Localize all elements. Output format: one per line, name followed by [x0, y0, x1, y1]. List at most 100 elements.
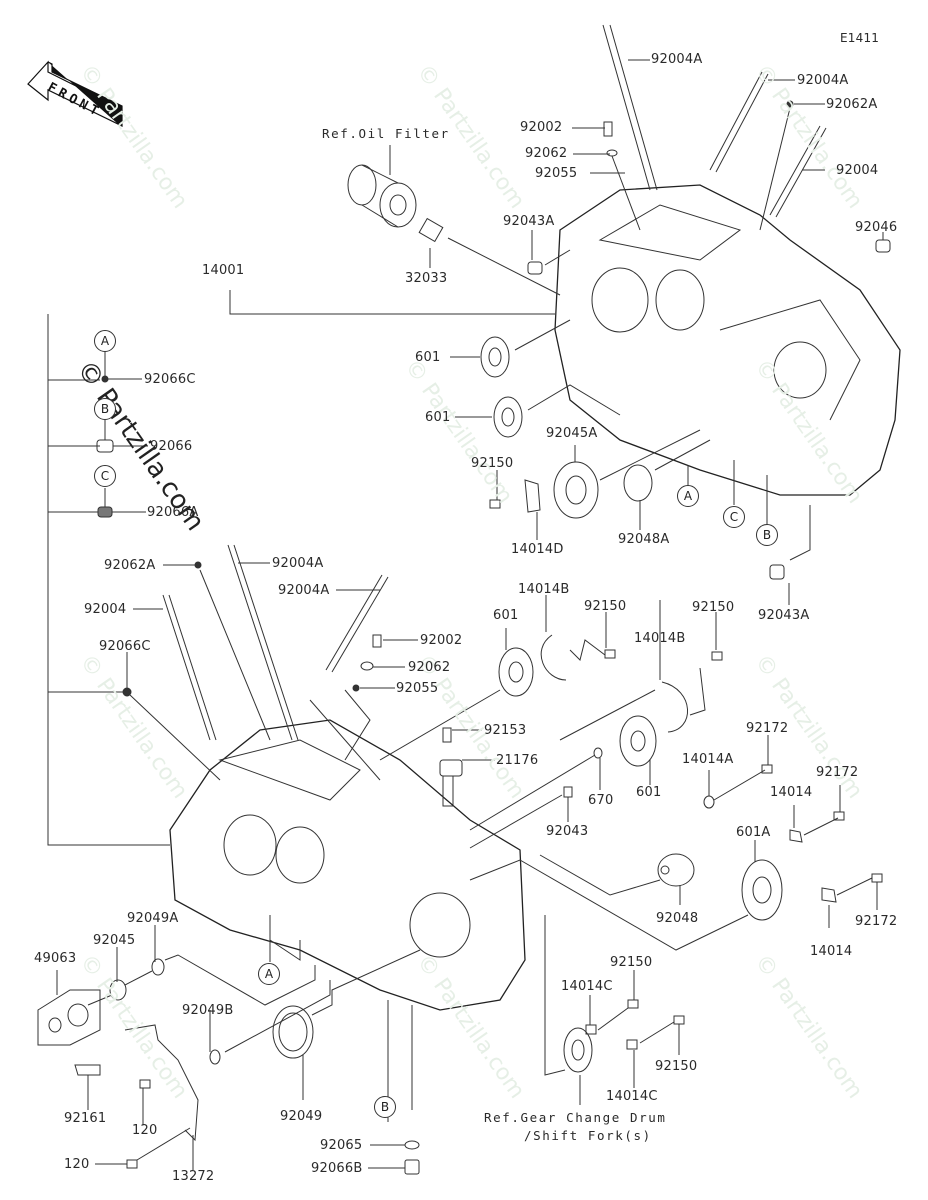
part-label[interactable]: 13272 — [172, 1169, 215, 1184]
part-label[interactable]: 92066B — [311, 1161, 363, 1176]
bolt-120-2 — [126, 1159, 138, 1169]
marker-b: B — [94, 398, 116, 420]
part-label[interactable]: 92062A — [826, 97, 878, 112]
part-label[interactable]: 92043A — [758, 608, 810, 623]
stud-92004-lower — [162, 594, 217, 741]
part-label[interactable]: 92043 — [546, 824, 589, 839]
front-arrow-icon — [27, 60, 123, 127]
part-label[interactable]: 92066 — [150, 439, 193, 454]
part-label[interactable]: 120 — [64, 1157, 90, 1172]
part-label[interactable]: 92046 — [855, 220, 898, 235]
crankcase-left-bore-1 — [223, 814, 277, 876]
part-label[interactable]: 14014D — [511, 542, 564, 557]
bearing-601-lower-2 — [619, 715, 657, 767]
part-label[interactable]: 92055 — [396, 681, 439, 696]
stud-92004a-upper-1 — [602, 24, 658, 191]
part-label[interactable]: 92004A — [651, 52, 703, 67]
part-label[interactable]: 92004 — [84, 602, 127, 617]
part-label[interactable]: 601 — [415, 350, 441, 365]
part-label[interactable]: 92172 — [816, 765, 859, 780]
marker-a: A — [258, 963, 280, 985]
assembly-bracket-14001 — [47, 290, 555, 846]
part-label[interactable]: 92002 — [520, 120, 563, 135]
ref-gear-change-label-line2[interactable]: /Shift Fork(s) — [524, 1128, 652, 1143]
part-label[interactable]: 14014C — [606, 1089, 658, 1104]
part-label[interactable]: 92004A — [272, 556, 324, 571]
part-label[interactable]: 92161 — [64, 1111, 107, 1126]
part-label[interactable]: 92043A — [503, 214, 555, 229]
dowel-92062a-lower — [194, 561, 202, 569]
part-label[interactable]: 92172 — [746, 721, 789, 736]
part-label[interactable]: 92062 — [525, 146, 568, 161]
part-label[interactable]: 92066A — [147, 505, 199, 520]
part-label[interactable]: 601 — [425, 410, 451, 425]
dowel-92043a-upper — [527, 261, 543, 275]
part-label[interactable]: 92153 — [484, 723, 527, 738]
part-label[interactable]: 92045A — [546, 426, 598, 441]
part-label[interactable]: 49063 — [34, 951, 77, 966]
part-label[interactable]: 92066C — [99, 639, 151, 654]
part-label[interactable]: 14014 — [770, 785, 813, 800]
clip-14014b-2 — [661, 681, 689, 733]
part-label[interactable]: 92002 — [420, 633, 463, 648]
seal-92048 — [657, 853, 695, 887]
part-label[interactable]: 92049 — [280, 1109, 323, 1124]
part-label[interactable]: 601A — [736, 825, 771, 840]
oil-filter-icon — [347, 164, 417, 228]
part-label[interactable]: 14014B — [518, 582, 570, 597]
part-label[interactable]: 92004A — [278, 583, 330, 598]
part-label[interactable]: 92150 — [692, 600, 735, 615]
part-label[interactable]: 14014A — [682, 752, 734, 767]
part-label[interactable]: 92048 — [656, 911, 699, 926]
bolt-120-1 — [139, 1079, 151, 1089]
part-label[interactable]: 14001 — [202, 263, 245, 278]
part-label[interactable]: 92045 — [93, 933, 136, 948]
part-label[interactable]: 92055 — [535, 166, 578, 181]
bolt-92150-upper — [489, 499, 501, 509]
part-label[interactable]: 92150 — [584, 599, 627, 614]
part-label[interactable]: 14014C — [561, 979, 613, 994]
part-label[interactable]: 21176 — [496, 753, 539, 768]
crankcase-left-bore-3 — [409, 892, 471, 958]
oring-670 — [593, 747, 603, 759]
ref-oil-filter-label[interactable]: Ref.Oil Filter — [322, 126, 450, 141]
ref-gear-change-label-line1[interactable]: Ref.Gear Change Drum — [484, 1110, 667, 1125]
crankcase-left-bore-2 — [275, 826, 325, 884]
stud-92004a-lower-1 — [227, 544, 299, 741]
part-label[interactable]: 92150 — [655, 1059, 698, 1074]
part-label[interactable]: 601 — [636, 785, 662, 800]
part-label[interactable]: 92150 — [610, 955, 653, 970]
stud-92004a-lower-2 — [325, 574, 389, 673]
part-label[interactable]: 92049A — [127, 911, 179, 926]
part-label[interactable]: 92004 — [836, 163, 879, 178]
part-label[interactable]: 14014B — [634, 631, 686, 646]
clip-14014-2 — [821, 887, 837, 903]
part-label[interactable]: 92150 — [471, 456, 514, 471]
marker-b: B — [374, 1096, 396, 1118]
part-label[interactable]: 120 — [132, 1123, 158, 1138]
bearing-601-upper-1 — [480, 336, 510, 378]
part-label[interactable]: 601 — [493, 608, 519, 623]
part-label[interactable]: 92062 — [408, 660, 451, 675]
seal-92049b — [209, 1049, 221, 1065]
part-label[interactable]: 670 — [588, 793, 614, 808]
part-label[interactable]: 92048A — [618, 532, 670, 547]
bearing-92045a — [553, 461, 599, 519]
part-label[interactable]: 92172 — [855, 914, 898, 929]
part-label[interactable]: 14014 — [810, 944, 853, 959]
plate-14014c-2 — [626, 1039, 638, 1050]
dowel-92046 — [875, 239, 891, 253]
bolt-92153 — [442, 727, 452, 743]
crankcase-right-bore-3 — [773, 341, 827, 399]
part-label[interactable]: 92049B — [182, 1003, 234, 1018]
part-label[interactable]: 92065 — [320, 1138, 363, 1153]
part-label[interactable]: 92066C — [144, 372, 196, 387]
part-label[interactable]: 32033 — [405, 271, 448, 286]
crankcase-right-bore-1 — [591, 267, 649, 333]
washer-92065 — [404, 1140, 420, 1150]
bolt-92150-gear-2 — [673, 1015, 685, 1025]
part-label[interactable]: 92062A — [104, 558, 156, 573]
part-label[interactable]: 92004A — [797, 73, 849, 88]
stud-92004-upper — [769, 125, 827, 218]
